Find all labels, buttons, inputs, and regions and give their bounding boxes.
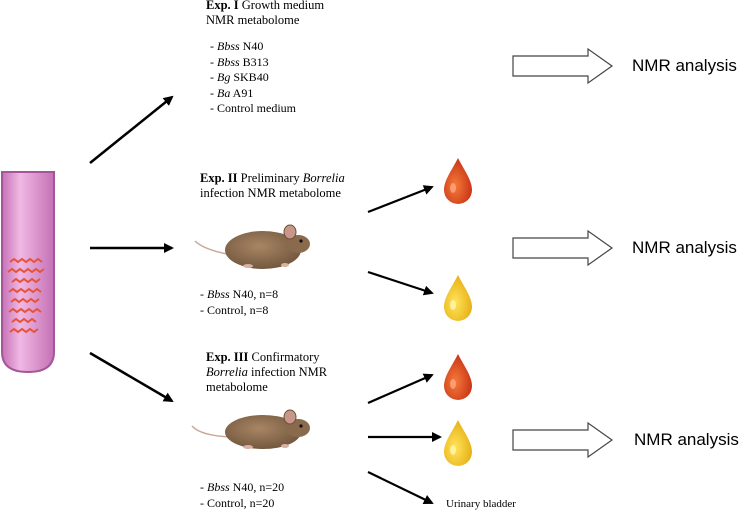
exp3-label: Exp. III [206,350,249,364]
mouse-icon [191,409,310,449]
arrow-to-blood-3 [367,373,434,405]
arrow-to-urine-2 [367,270,434,296]
list-item: - Bbss N40, n=20 [200,480,285,494]
nmr-analysis-label: NMR analysis [632,56,737,75]
exp1-title: Exp. I Growth medium [206,0,324,13]
arrow-to-exp1 [89,95,174,164]
nmr-analysis-label: NMR analysis [632,238,737,257]
exp2-title: Exp. II Preliminary Borrelia [200,171,345,185]
exp2-list: - Bbss N40, n=8 - Control, n=8 [200,287,278,318]
bacteria-cluster [7,257,45,334]
exp2-subtitle: infection NMR metabolome [200,186,341,200]
blood-drop-icon [444,354,472,400]
arrow-to-bladder [367,471,434,505]
blood-drop-icon [444,158,472,204]
urine-drop-icon [444,420,472,466]
list-item: - Bbss N40 [210,39,264,53]
list-item: - Control medium [210,101,296,115]
exp1-list: - Bbss N40 - Bbss B313 - Bg SKB40 - Ba A… [210,39,296,117]
list-item: - Control, n=8 [200,302,269,317]
urine-drop-icon [444,275,472,321]
arrow-to-blood-2 [367,185,434,214]
list-item: - Bbss N40, n=8 [200,287,279,301]
exp1-subtitle: NMR metabolome [206,13,300,27]
list-item: - Ba A91 [210,85,254,100]
hollow-arrow-icon [512,47,614,85]
arrow-to-exp3 [89,351,174,403]
exp2-label: Exp. II [200,171,238,185]
urinary-bladder-label: Urinary bladder [446,498,516,510]
exp3-line3: metabolome [206,380,268,394]
list-item: - Control, n=20 [200,495,275,510]
exp3-list: - Bbss N40, n=20 - Control, n=20 [200,480,284,511]
hollow-arrow-icon [512,229,614,267]
exp1-title-rest: Growth medium [241,0,325,12]
hollow-arrow-icon [512,421,614,459]
exp1-label: Exp. I [206,0,239,12]
nmr-analysis-label: NMR analysis [634,430,739,449]
test-tube-icon [1,171,55,374]
exp3-title: Exp. III Confirmatory [206,350,320,364]
list-item: - Bg SKB40 [210,70,269,84]
exp3-line2: Borrelia infection NMR [206,365,328,379]
list-item: - Bbss B313 [210,54,269,69]
mouse-icon [194,224,310,269]
